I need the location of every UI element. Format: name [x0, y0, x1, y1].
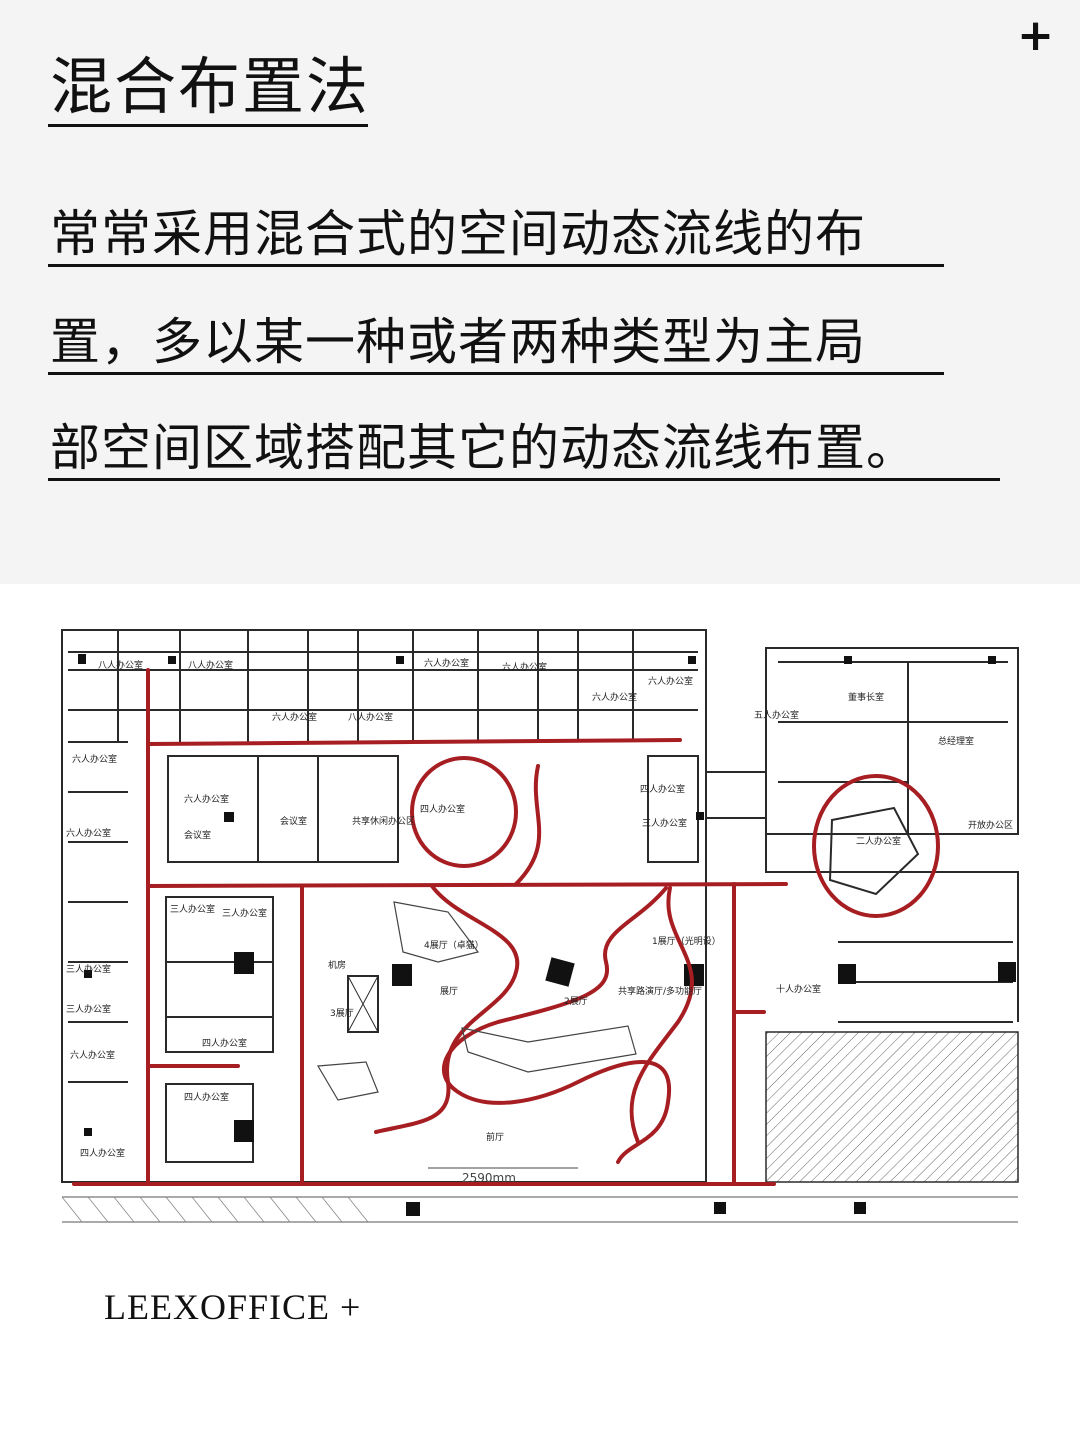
room-label: 六人办公室 — [272, 711, 317, 723]
description-underline-1 — [48, 264, 944, 267]
description-underline-3 — [48, 478, 1000, 481]
room-labels: 八人办公室 八人办公室 六人办公室 六人办公室 六人办公室 六人办公室 八人办公… — [66, 657, 1013, 1159]
bottom-strip — [62, 1196, 1018, 1223]
room-label: 前厅 — [486, 1131, 504, 1143]
room-label: 三人办公室 — [66, 1003, 111, 1015]
room-label: 三人办公室 — [66, 963, 111, 975]
room-label: 机房 — [328, 959, 346, 971]
description-underline-2 — [48, 372, 944, 375]
flow-lines — [72, 668, 788, 1186]
room-label: 共享休闲办公区 — [352, 815, 415, 827]
plan-walls — [61, 629, 1019, 1183]
room-label: 六人办公室 — [648, 675, 693, 687]
room-label: 六人办公室 — [184, 793, 229, 805]
room-label: 六人办公室 — [70, 1049, 115, 1061]
brand-logo-text: LEEXOFFICE + — [104, 1287, 362, 1327]
hatched-area — [765, 1031, 1019, 1183]
room-label: 三人办公室 — [642, 817, 687, 829]
room-label: 董事长室 — [848, 691, 884, 703]
room-label: 四人办公室 — [640, 783, 685, 795]
room-label: 六人办公室 — [72, 753, 117, 765]
columns — [78, 654, 1016, 1216]
room-label: 四人办公室 — [184, 1091, 229, 1103]
machine-room — [347, 975, 379, 1033]
dimension-label: 2590mm — [462, 1171, 516, 1185]
description-line-3: 部空间区域搭配其它的动态流线布置。 — [50, 419, 917, 477]
room-label: 八人办公室 — [348, 711, 393, 723]
page-title: 混合布置法 — [50, 50, 371, 123]
room-label: 五人办公室 — [754, 709, 799, 721]
room-label: 八人办公室 — [98, 659, 143, 671]
plus-icon: + — [1017, 10, 1054, 61]
room-label: 十人办公室 — [776, 983, 821, 995]
room-label: 四人办公室 — [80, 1147, 125, 1159]
open-office-zone — [812, 774, 940, 918]
room-label: 八人办公室 — [188, 659, 233, 671]
room-label: 六人办公室 — [66, 827, 111, 839]
room-label: 2展厅 — [564, 996, 588, 1007]
room-label: 六人办公室 — [592, 691, 637, 703]
description-line-1: 常常采用混合式的空间动态流线的布 — [50, 205, 866, 263]
description-line-2: 置，多以某一种或者两种类型为主局 — [50, 313, 866, 371]
floor-plan: 八人办公室 八人办公室 六人办公室 六人办公室 六人办公室 六人办公室 八人办公… — [61, 629, 1019, 1223]
header-panel: + 混合布置法 常常采用混合式的空间动态流线的布 置，多以某一种或者两种类型为主… — [0, 0, 1080, 584]
room-label: 六人办公室 — [424, 657, 469, 669]
room-label: 总经理室 — [938, 735, 974, 747]
room-label: 四人办公室 — [420, 803, 465, 815]
room-label: 4展厅（卓猫） — [424, 939, 484, 951]
room-label: 展厅 — [440, 986, 458, 997]
room-label: 六人办公室 — [502, 661, 547, 673]
room-label: 会议室 — [280, 815, 307, 827]
room-label: 1展厅（光明设） — [652, 935, 721, 947]
room-label: 四人办公室 — [202, 1037, 247, 1049]
shared-lounge-zone — [410, 756, 518, 868]
room-label: 会议室 — [184, 829, 211, 841]
title-underline — [48, 124, 368, 127]
room-label: 3展厅 — [330, 1008, 354, 1019]
room-label: 三人办公室 — [222, 907, 267, 919]
room-label: 共享路演厅/多功能厅 — [618, 985, 702, 997]
room-label: 二人办公室 — [856, 835, 901, 847]
room-label: 三人办公室 — [170, 903, 215, 915]
room-label: 开放办公区 — [968, 819, 1013, 831]
